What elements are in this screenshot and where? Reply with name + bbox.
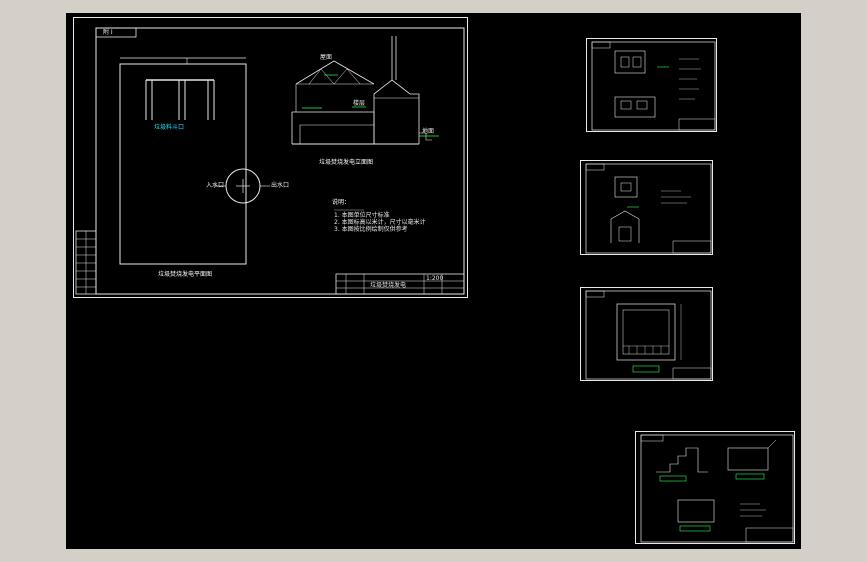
notes-line-3: 3. 本图按比例绘制仅供参考 [334,226,408,233]
plan-label-water: 入水口 [206,182,225,189]
elevation-label-roof: 屋面 [320,54,333,61]
sheet-tab-label: 附 I [103,29,113,36]
title-block-scale: 1:200 [426,275,444,282]
drawing-canvas[interactable]: 附 I 垃圾料斗口 入水口 出水口 垃圾焚烧发电立面图 屋面 楼层 地面 说明：… [66,13,801,549]
main-sheet-linework [75,27,465,295]
elevation-label-floor: 楼层 [353,100,366,107]
plan-title: 垃圾焚烧发电平面图 [158,271,213,278]
sheet-5-linework [640,434,794,543]
plan-label-outlet: 出水口 [271,182,290,189]
elevation-title: 垃圾焚烧发电立面图 [319,159,374,166]
sheet-2-linework [591,41,716,131]
notes-line-2: 2. 本图标高以米计，尺寸以毫米计 [334,219,426,226]
notes-heading: 说明： [332,199,351,206]
sheet-4-linework [585,290,712,380]
sheet-3-linework [585,163,712,254]
elevation-label-ground: 地面 [422,128,435,135]
main-drawing-sheet[interactable]: 附 I 垃圾料斗口 入水口 出水口 垃圾焚烧发电立面图 屋面 楼层 地面 说明：… [73,17,468,298]
title-block-drawing-name: 垃圾焚烧发电 [370,282,407,289]
sheet-thumbnail-5[interactable] [635,431,795,544]
plan-label-top: 垃圾料斗口 [154,124,185,131]
notes-line-1: 1. 本图单位尺寸标准 [334,212,390,219]
sheet-thumbnail-2[interactable] [586,38,717,132]
sheet-thumbnail-3[interactable] [580,160,713,255]
sheet-thumbnail-4[interactable] [580,287,713,381]
